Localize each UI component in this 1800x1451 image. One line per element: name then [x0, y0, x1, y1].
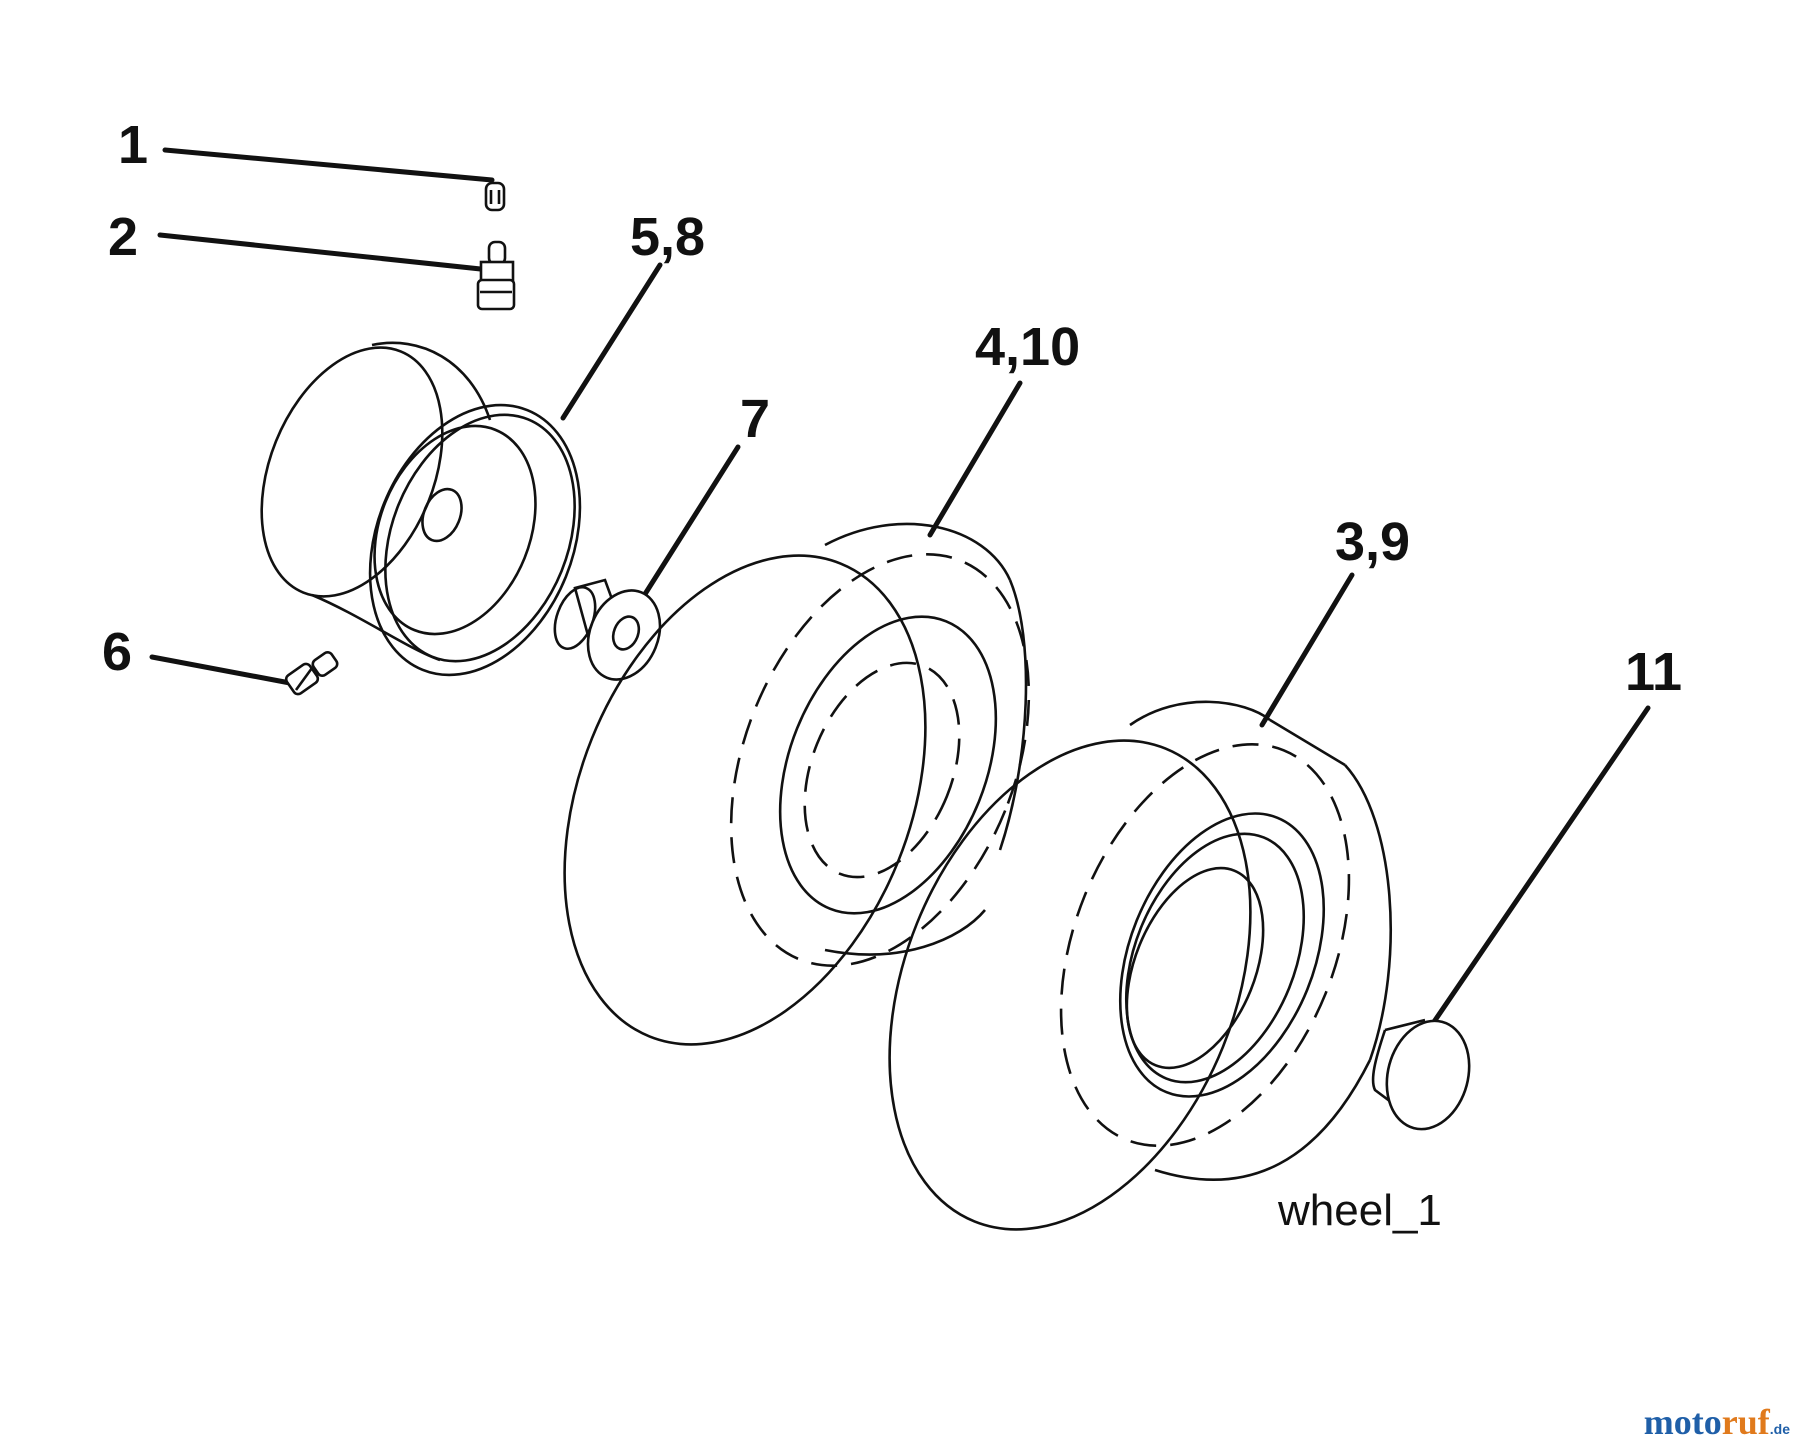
callout-4-10: 4,10	[975, 317, 1080, 377]
leader-line-5-8	[560, 262, 663, 421]
leader-line-11	[1422, 705, 1651, 1038]
callout-2: 2	[108, 207, 138, 267]
callout-7: 7	[740, 389, 770, 449]
hub-cap-part	[1371, 1018, 1471, 1131]
watermark-tld: .de	[1769, 1421, 1790, 1437]
callout-6: 6	[102, 622, 132, 682]
rim-part	[260, 341, 582, 677]
diagram-caption: wheel_1	[1277, 1186, 1442, 1235]
callout-1: 1	[118, 115, 148, 175]
watermark-logo: motoruf.de	[1644, 1401, 1790, 1443]
watermark-ruf: ruf	[1721, 1402, 1770, 1442]
callout-5-8: 5,8	[630, 207, 705, 267]
leader-line-3-9	[1259, 572, 1355, 728]
bushing-part	[553, 578, 662, 681]
leader-line-4-10	[927, 380, 1023, 538]
tire-part	[888, 700, 1393, 1231]
grease-fitting-part	[284, 650, 339, 696]
watermark-moto: moto	[1643, 1402, 1722, 1442]
callout-3-9: 3,9	[1335, 512, 1410, 572]
leader-line-2	[157, 232, 493, 273]
valve-stem-part	[476, 240, 516, 311]
callout-11: 11	[1625, 642, 1682, 702]
valve-cap-part	[484, 181, 506, 212]
inner-tire-part	[563, 522, 1031, 1046]
leader-line-6	[149, 654, 293, 686]
leader-line-1	[162, 147, 495, 183]
leader-line-7	[637, 444, 741, 605]
